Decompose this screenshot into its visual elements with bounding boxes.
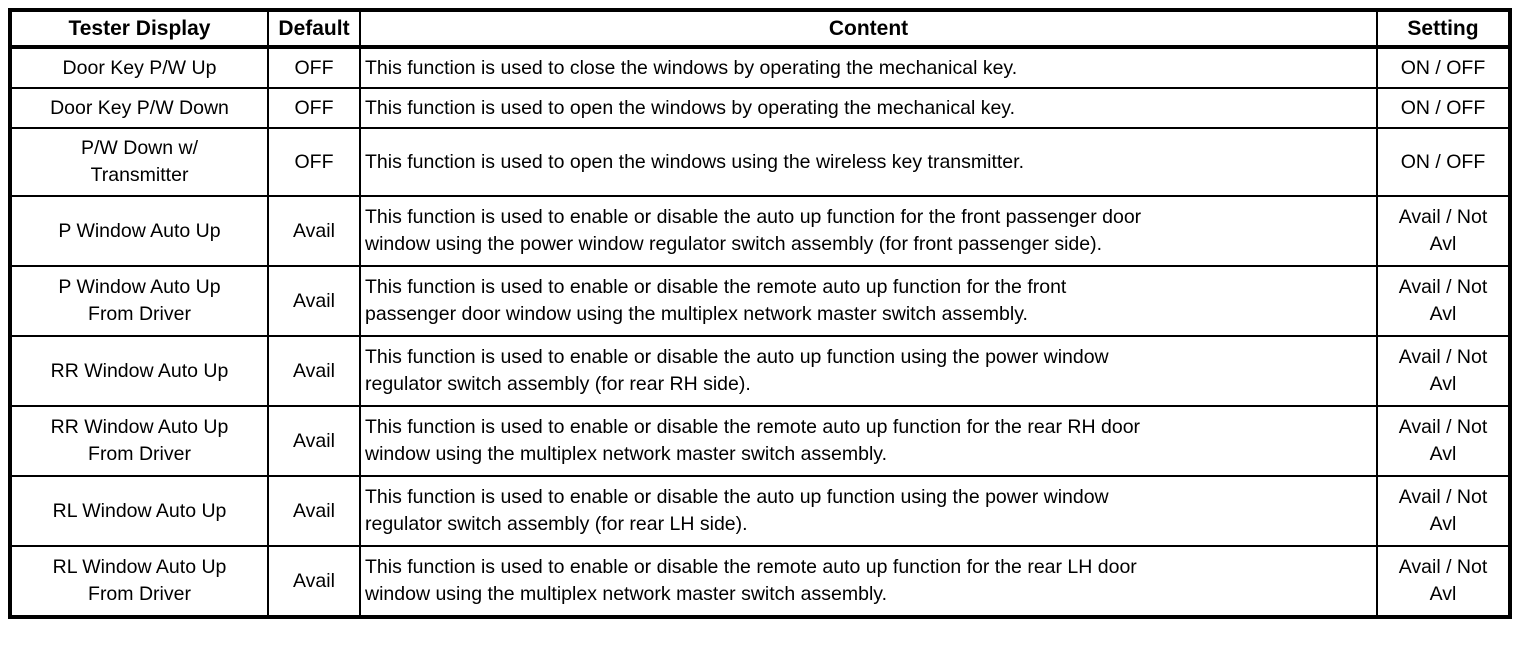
cell-setting: ON / OFF	[1376, 46, 1511, 89]
cell-tester-display: Door Key P/W Down	[9, 87, 269, 129]
cell-content: This function is used to enable or disab…	[359, 335, 1378, 407]
table-row: RR Window Auto Up Avail This function is…	[9, 335, 1511, 407]
table-row: Door Key P/W Up OFF This function is use…	[9, 46, 1511, 89]
cell-default: OFF	[267, 46, 361, 89]
cell-default: Avail	[267, 475, 361, 547]
cell-tester-display: P Window Auto Up	[9, 195, 269, 267]
cell-tester-display: P Window Auto Up From Driver	[9, 265, 269, 337]
cell-content: This function is used to enable or disab…	[359, 405, 1378, 477]
cell-default: Avail	[267, 405, 361, 477]
cell-tester-display: P/W Down w/ Transmitter	[9, 127, 269, 197]
table-row: P Window Auto Up Avail This function is …	[9, 195, 1511, 267]
cell-setting: Avail / Not Avl	[1376, 545, 1511, 618]
cell-content: This function is used to enable or disab…	[359, 545, 1378, 618]
cell-content: This function is used to open the window…	[359, 87, 1378, 129]
cell-default: Avail	[267, 335, 361, 407]
table-row: P/W Down w/ Transmitter OFF This functio…	[9, 127, 1511, 197]
table-row: Door Key P/W Down OFF This function is u…	[9, 87, 1511, 129]
cell-content: This function is used to close the windo…	[359, 46, 1378, 89]
cell-setting: ON / OFF	[1376, 127, 1511, 197]
cell-setting: Avail / Not Avl	[1376, 335, 1511, 407]
cell-content: This function is used to open the window…	[359, 127, 1378, 197]
tester-display-customize-table: Tester Display Default Content Setting D…	[8, 8, 1512, 619]
cell-default: Avail	[267, 545, 361, 618]
table-row: RL Window Auto Up Avail This function is…	[9, 475, 1511, 547]
cell-default: OFF	[267, 87, 361, 129]
table-row: P Window Auto Up From Driver Avail This …	[9, 265, 1511, 337]
cell-setting: Avail / Not Avl	[1376, 475, 1511, 547]
table-row: RL Window Auto Up From Driver Avail This…	[9, 545, 1511, 618]
cell-default: OFF	[267, 127, 361, 197]
cell-default: Avail	[267, 195, 361, 267]
cell-content: This function is used to enable or disab…	[359, 475, 1378, 547]
cell-content: This function is used to enable or disab…	[359, 195, 1378, 267]
cell-tester-display: RR Window Auto Up From Driver	[9, 405, 269, 477]
table-row: RR Window Auto Up From Driver Avail This…	[9, 405, 1511, 477]
cell-tester-display: RL Window Auto Up	[9, 475, 269, 547]
table-header-row: Tester Display Default Content Setting	[9, 9, 1511, 49]
cell-setting: Avail / Not Avl	[1376, 405, 1511, 477]
cell-content: This function is used to enable or disab…	[359, 265, 1378, 337]
col-header-default: Default	[267, 9, 361, 49]
cell-setting: Avail / Not Avl	[1376, 195, 1511, 267]
cell-tester-display: Door Key P/W Up	[9, 46, 269, 89]
cell-tester-display: RL Window Auto Up From Driver	[9, 545, 269, 618]
col-header-content: Content	[359, 9, 1378, 49]
cell-default: Avail	[267, 265, 361, 337]
cell-setting: ON / OFF	[1376, 87, 1511, 129]
col-header-setting: Setting	[1376, 9, 1511, 49]
cell-setting: Avail / Not Avl	[1376, 265, 1511, 337]
col-header-tester-display: Tester Display	[9, 9, 269, 49]
cell-tester-display: RR Window Auto Up	[9, 335, 269, 407]
